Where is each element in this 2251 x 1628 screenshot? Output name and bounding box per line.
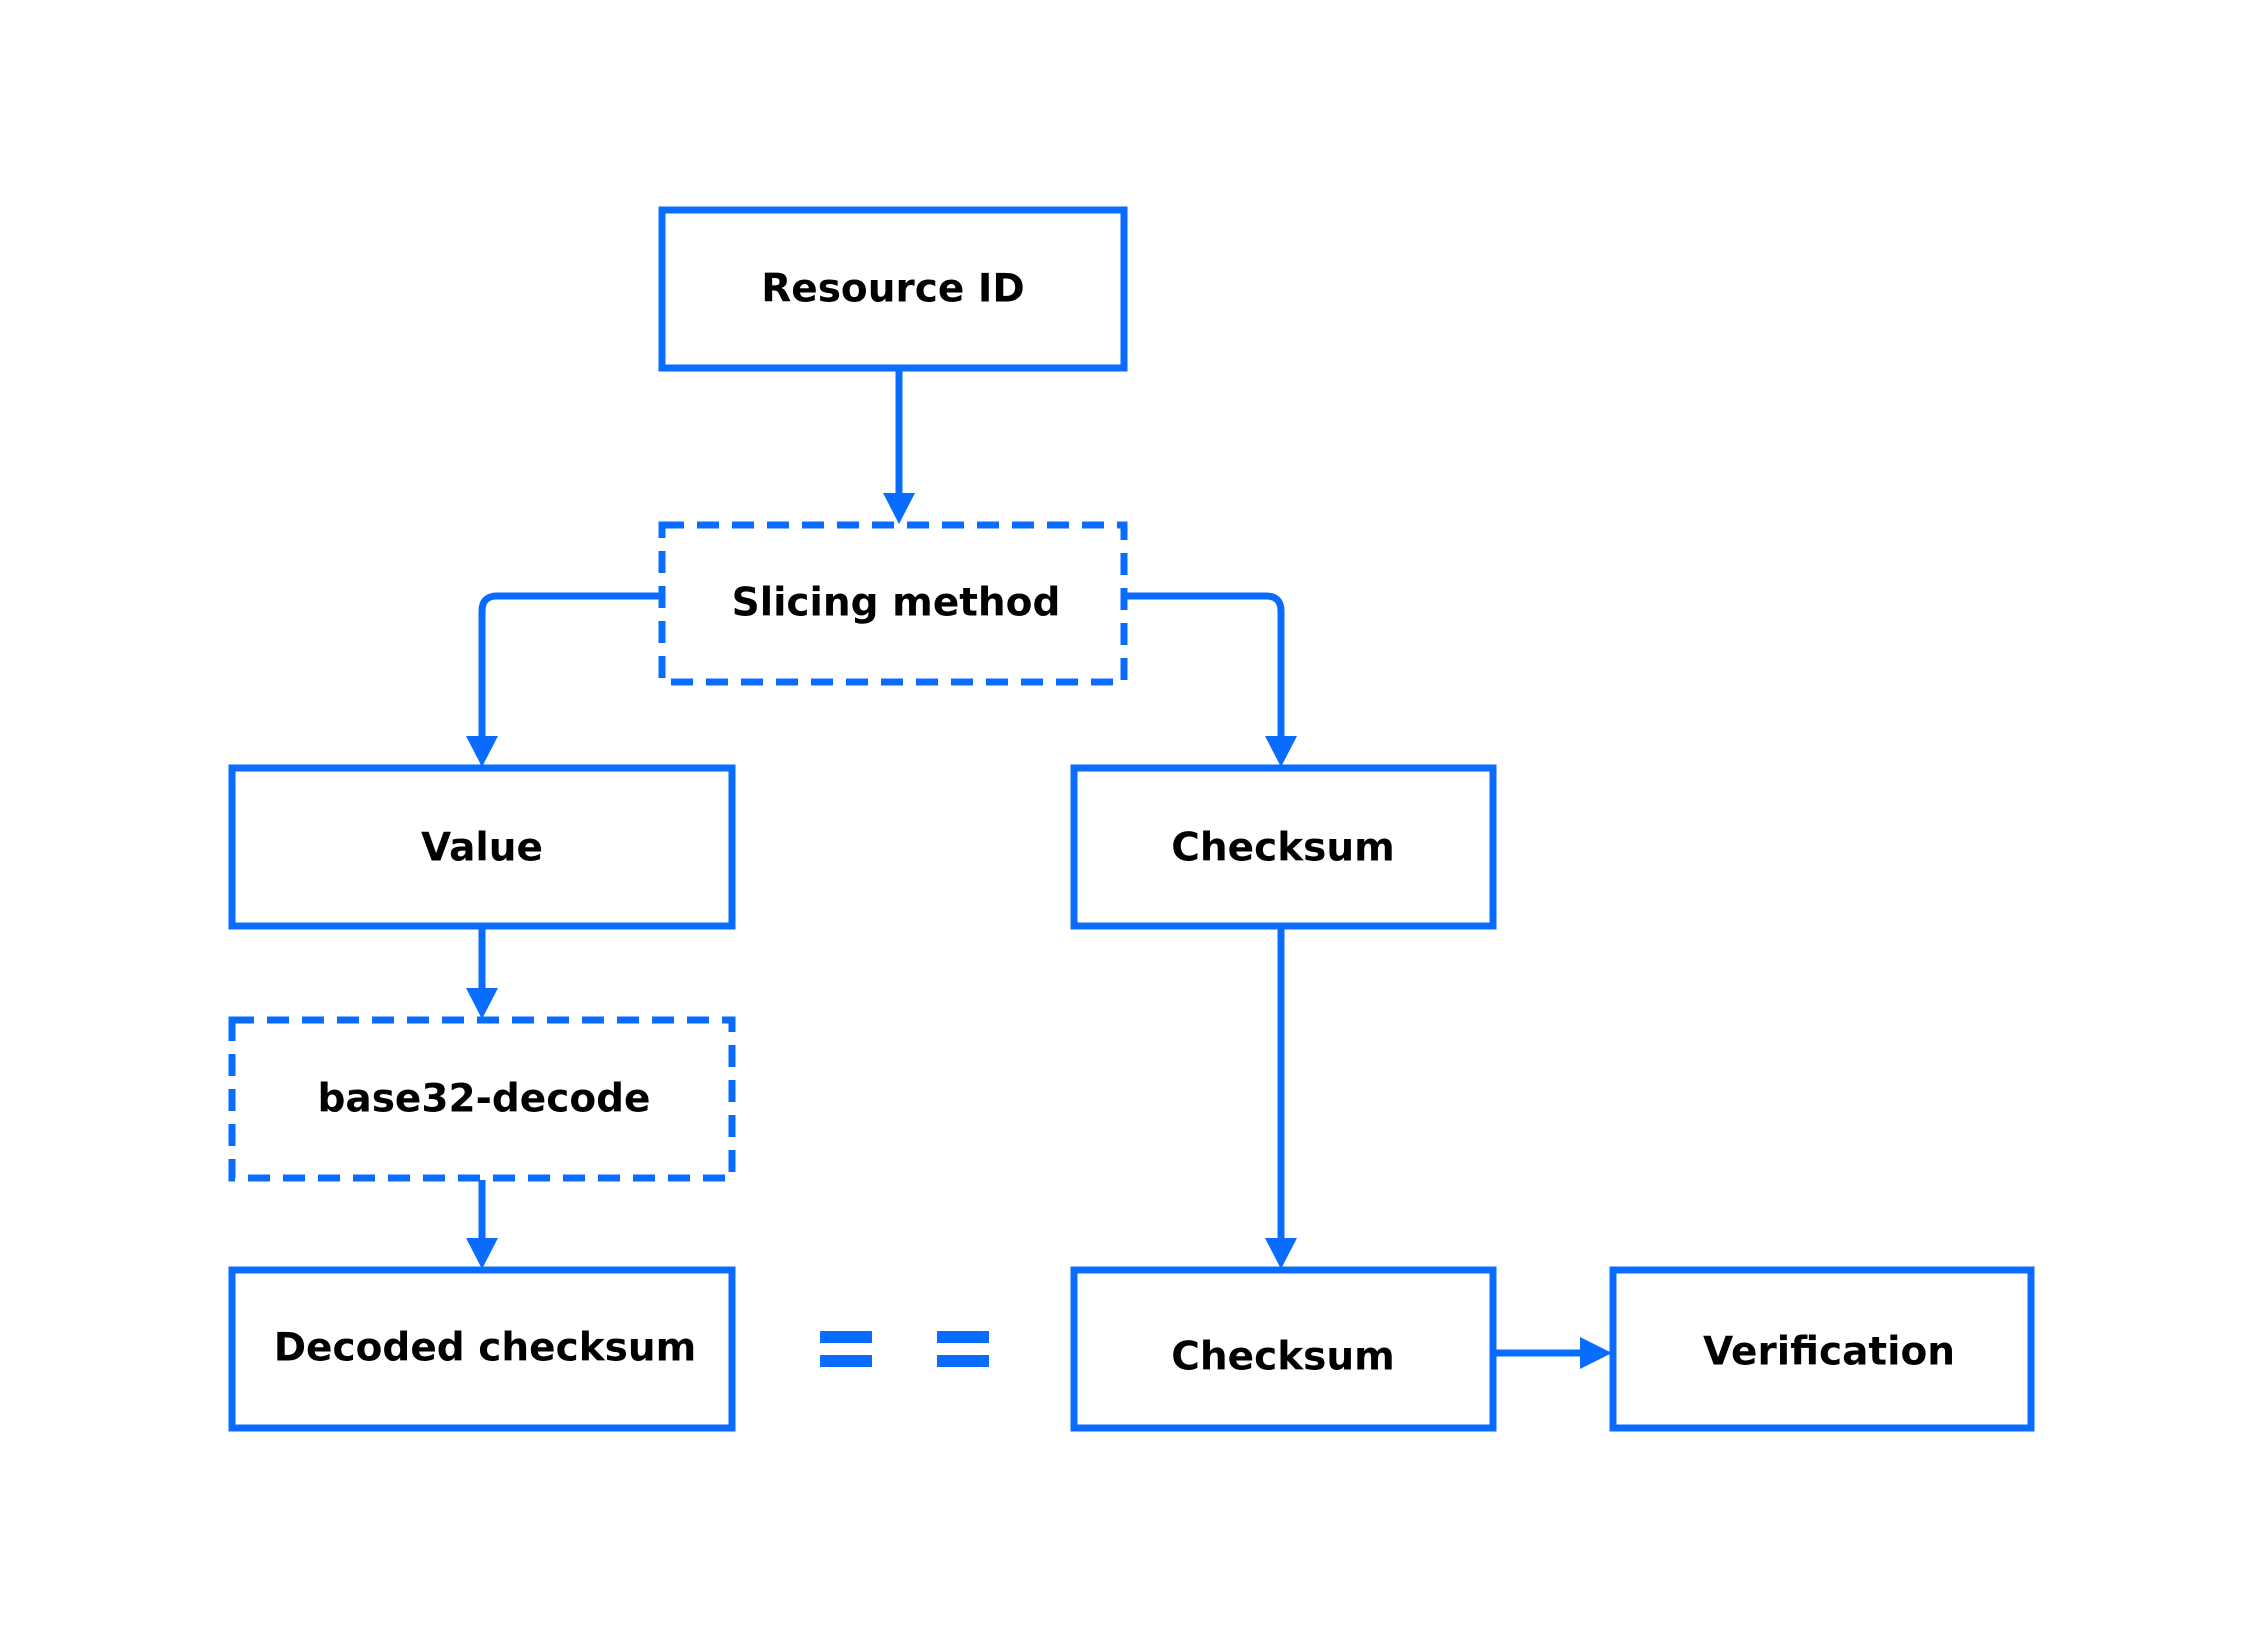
node-base32-decode-label: base32-decode (317, 1077, 650, 1122)
node-resource-id: Resource ID (658, 206, 1128, 372)
equals-left-bar-bottom (820, 1355, 872, 1367)
node-base32-decode-box (228, 1016, 736, 1182)
node-verification-box (1609, 1266, 2035, 1432)
node-decoded-checksum: Decoded checksum (228, 1266, 736, 1432)
equals-right-bar-bottom (937, 1355, 989, 1367)
equals-sign-right (937, 1331, 989, 1367)
node-value: Value (228, 764, 736, 930)
node-slicing-method-label: Slicing method (732, 581, 1061, 626)
arrowhead-value (466, 736, 498, 767)
node-value-label: Value (421, 826, 543, 871)
equality-symbol: = = (820, 1331, 989, 1367)
node-decoded-checksum-label: Decoded checksum (274, 1326, 697, 1371)
equals-sign-left (820, 1331, 872, 1367)
node-checksum-top: Checksum (1070, 764, 1497, 930)
arrowhead-checksum-bottom (1265, 1238, 1297, 1269)
node-verification: Verification (1609, 1266, 2035, 1432)
arrowhead-verification (1580, 1337, 1612, 1369)
node-decoded-checksum-box (228, 1266, 736, 1432)
edge-slicing-to-checksum (1125, 592, 1285, 741)
arrowhead-decoded-checksum (466, 1238, 498, 1269)
edges (466, 368, 1612, 1369)
node-resource-id-box (658, 206, 1128, 372)
edge-slicing-to-value (478, 592, 662, 741)
node-slicing-method-box (658, 521, 1128, 686)
node-base32-decode: base32-decode (228, 1016, 736, 1182)
node-checksum-bottom-label: Checksum (1171, 1335, 1395, 1380)
node-value-box (228, 764, 736, 930)
equals-left-bar-top (820, 1331, 872, 1343)
node-verification-label: Verification (1703, 1330, 1955, 1375)
node-slicing-method: Slicing method (658, 521, 1128, 686)
node-checksum-top-box (1070, 764, 1497, 930)
arrowhead-slicing (883, 493, 915, 524)
arrowhead-checksum-top (1265, 736, 1297, 767)
node-checksum-bottom-box (1070, 1266, 1497, 1432)
equals-right-bar-top (937, 1331, 989, 1343)
node-checksum-bottom: Checksum (1070, 1266, 1497, 1432)
arrowhead-decode (466, 988, 498, 1019)
node-resource-id-label: Resource ID (761, 267, 1025, 312)
node-checksum-top-label: Checksum (1171, 826, 1395, 871)
